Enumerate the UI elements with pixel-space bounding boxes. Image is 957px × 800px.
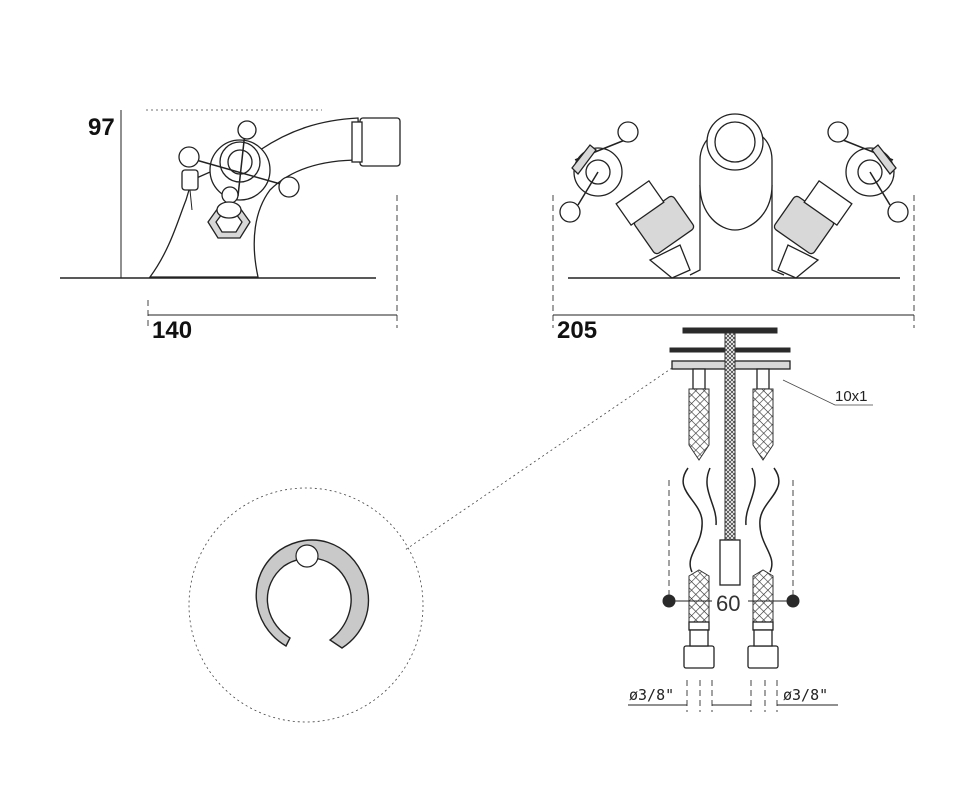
hose-diameter-dimensions: ø3/8" ø3/8" [628,680,838,712]
width-front-label: 205 [557,317,597,344]
hose-right-label: ø3/8" [783,686,828,704]
right-hose [745,368,780,669]
threaded-rod [724,332,736,544]
magnifier-circle [188,487,424,723]
right-valve [773,121,909,279]
width-side-dimension: 140 [147,195,398,344]
width-front-dimension: 205 [552,195,915,344]
washer-detail [188,487,424,723]
spacing-label: 60 [716,591,740,616]
nut-size-label: 10x1 [835,388,868,405]
spout [689,113,785,276]
left-hose [682,368,717,669]
detail-leader [404,367,673,551]
left-valve [559,121,695,279]
faucet-side-body [148,117,401,278]
spacing-dimension: 60 [662,480,800,616]
width-side-label: 140 [152,317,192,344]
c-washer [255,539,370,649]
installation-detail: 10x1 [404,327,873,712]
rod-nut [719,539,741,586]
height-label: 97 [88,114,115,141]
nut-leader [782,379,873,406]
height-dimension: 97 [88,109,322,278]
front-view: 205 [552,113,915,344]
side-view: 97 140 [60,109,401,344]
top-plate [682,327,778,334]
hose-left-label: ø3/8" [629,686,674,704]
washer-hole [295,544,319,568]
